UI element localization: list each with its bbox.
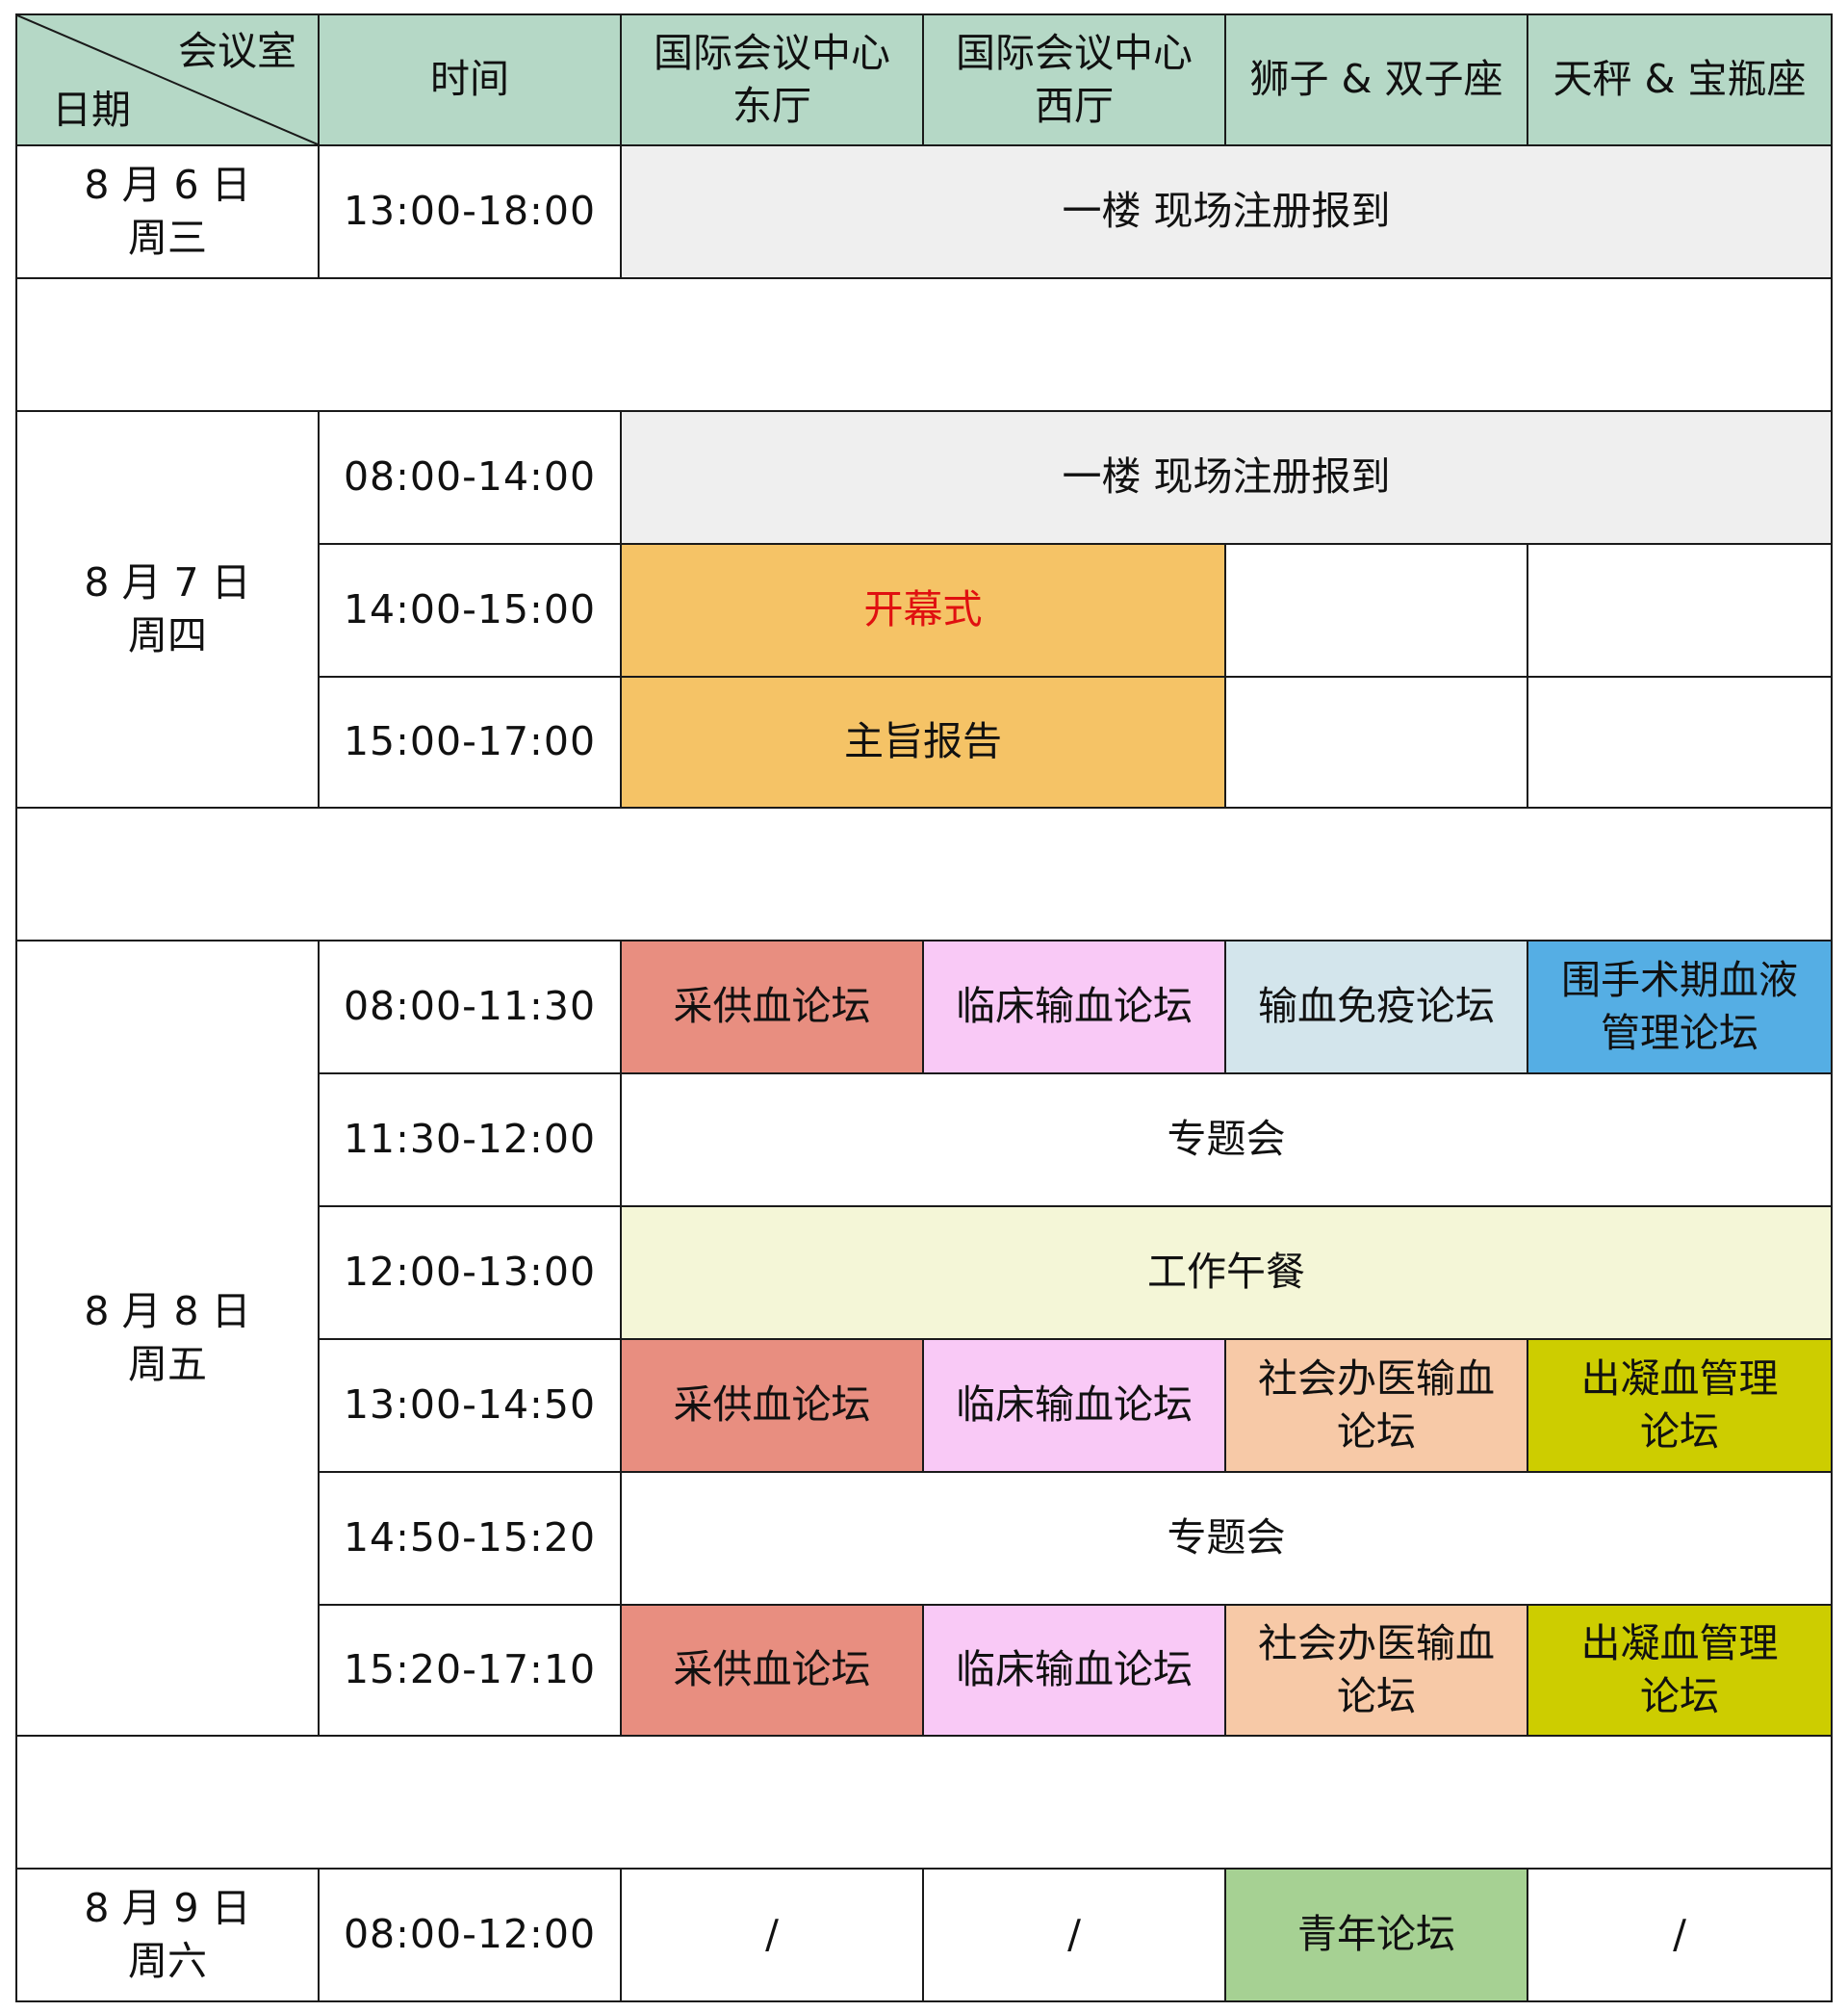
- room-header-libra-aquarius: 天秤 & 宝瓶座: [1527, 13, 1833, 146]
- symposium-cell: 专题会: [620, 1471, 1833, 1606]
- blood-supply-forum-cell: 采供血论坛: [620, 1604, 924, 1737]
- registration-cell: 一楼 现场注册报到: [620, 144, 1833, 279]
- blood-supply-forum-cell: 采供血论坛: [620, 940, 924, 1074]
- spacer-row: [15, 1735, 1833, 1870]
- spacer-row: [15, 277, 1833, 412]
- time-cell: 11:30-12:00: [318, 1072, 622, 1207]
- no-session-cell: /: [922, 1868, 1226, 2002]
- room-header-leo-gemini: 狮子 & 双子座: [1224, 13, 1528, 146]
- time-cell: 15:00-17:00: [318, 676, 622, 809]
- registration-cell: 一楼 现场注册报到: [620, 410, 1833, 545]
- perioperative-blood-forum-cell: 围手术期血液 管理论坛: [1527, 940, 1833, 1074]
- clinical-transfusion-forum-cell: 临床输血论坛: [922, 940, 1226, 1074]
- conference-schedule-table: 会议室 日期 时间 国际会议中心 东厅 国际会议中心 西厅 狮子 & 双子座 天…: [15, 13, 1833, 2002]
- transfusion-immunology-forum-cell: 输血免疫论坛: [1224, 940, 1528, 1074]
- no-session-cell: /: [1527, 1868, 1833, 2002]
- date-cell-aug-6: 8 月 6 日 周三: [15, 144, 320, 279]
- time-cell: 14:50-15:20: [318, 1471, 622, 1606]
- date-cell-aug-7: 8 月 7 日 周四: [15, 410, 320, 809]
- spacer-row: [15, 807, 1833, 942]
- corner-date-label: 日期: [52, 86, 131, 133]
- time-cell: 15:20-17:10: [318, 1604, 622, 1737]
- private-medical-transfusion-forum-cell: 社会办医输血 论坛: [1224, 1338, 1528, 1473]
- coagulation-management-forum-cell: 出凝血管理 论坛: [1527, 1604, 1833, 1737]
- diagonal-divider: [17, 15, 318, 144]
- working-lunch-cell: 工作午餐: [620, 1205, 1833, 1340]
- room-header-west-hall: 国际会议中心 西厅: [922, 13, 1226, 146]
- no-session-cell: /: [620, 1868, 924, 2002]
- room-header-east-hall: 国际会议中心 东厅: [620, 13, 924, 146]
- time-cell: 13:00-14:50: [318, 1338, 622, 1473]
- clinical-transfusion-forum-cell: 临床输血论坛: [922, 1604, 1226, 1737]
- symposium-cell: 专题会: [620, 1072, 1833, 1207]
- date-cell-aug-9: 8 月 9 日 周六: [15, 1868, 320, 2002]
- empty-cell: [1527, 543, 1833, 678]
- empty-cell: [1224, 543, 1528, 678]
- time-cell: 08:00-12:00: [318, 1868, 622, 2002]
- time-cell: 12:00-13:00: [318, 1205, 622, 1340]
- opening-ceremony-cell: 开幕式: [620, 543, 1226, 678]
- blood-supply-forum-cell: 采供血论坛: [620, 1338, 924, 1473]
- time-cell: 14:00-15:00: [318, 543, 622, 678]
- clinical-transfusion-forum-cell: 临床输血论坛: [922, 1338, 1226, 1473]
- time-cell: 08:00-14:00: [318, 410, 622, 545]
- youth-forum-cell: 青年论坛: [1224, 1868, 1528, 2002]
- corner-header-cell: 会议室 日期: [15, 13, 320, 146]
- time-cell: 08:00-11:30: [318, 940, 622, 1074]
- corner-room-label: 会议室: [178, 28, 296, 74]
- private-medical-transfusion-forum-cell: 社会办医输血 论坛: [1224, 1604, 1528, 1737]
- time-column-header: 时间: [318, 13, 622, 146]
- empty-cell: [1224, 676, 1528, 809]
- time-cell: 13:00-18:00: [318, 144, 622, 279]
- empty-cell: [1527, 676, 1833, 809]
- date-cell-aug-8: 8 月 8 日 周五: [15, 940, 320, 1737]
- coagulation-management-forum-cell: 出凝血管理 论坛: [1527, 1338, 1833, 1473]
- keynote-cell: 主旨报告: [620, 676, 1226, 809]
